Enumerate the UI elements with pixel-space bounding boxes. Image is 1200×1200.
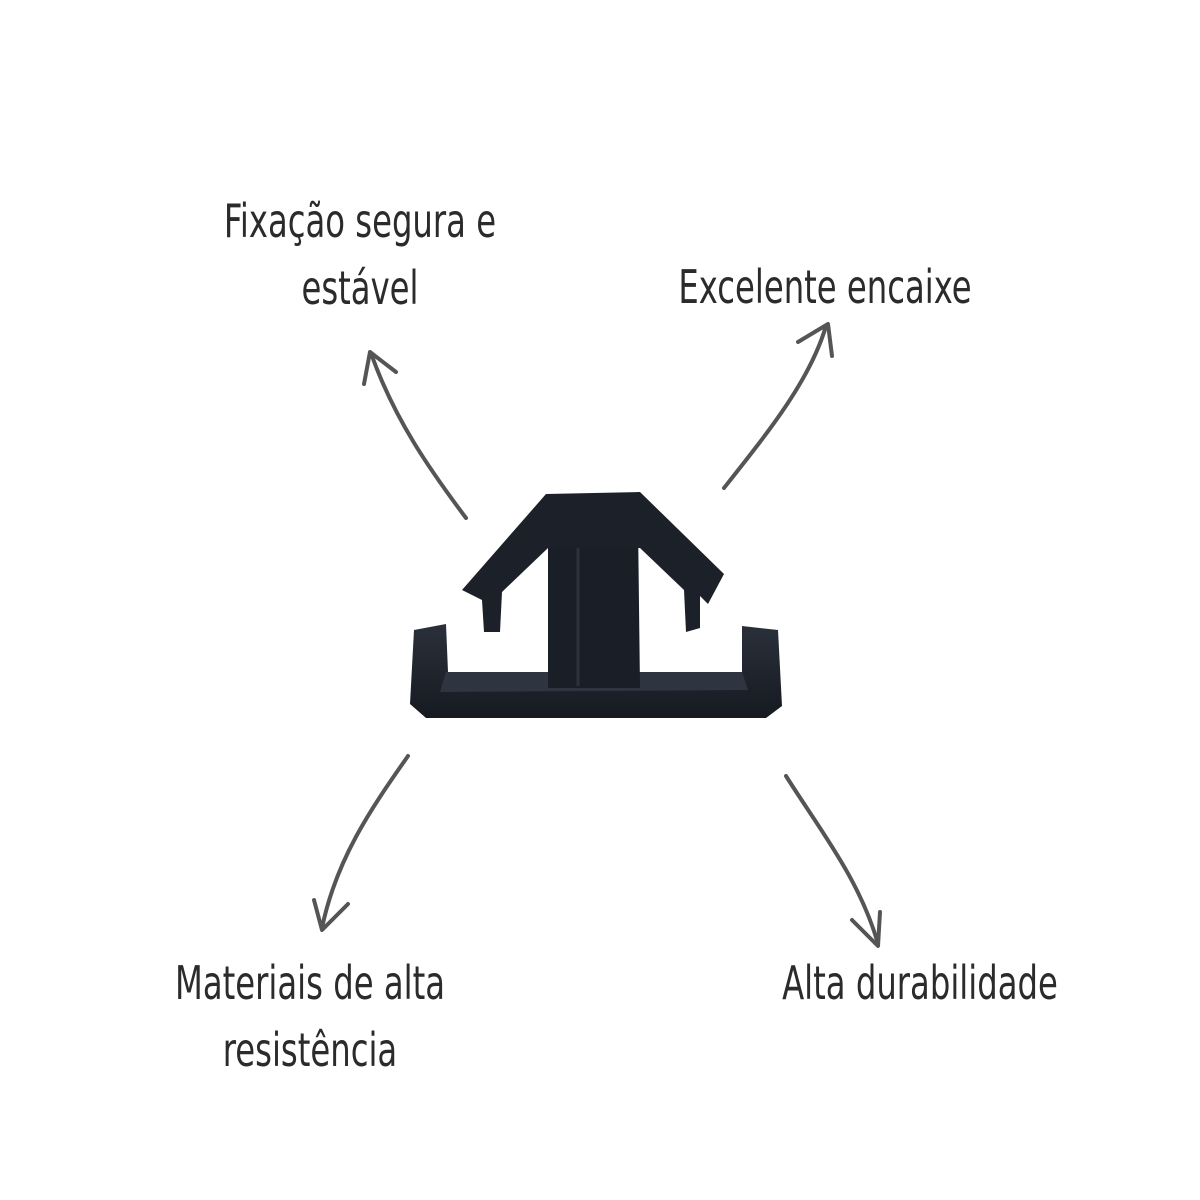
feature-high-durability: Alta durabilidade [756, 950, 1084, 1017]
feature-high-resistance-materials: Materiais de alta resistência [154, 950, 466, 1084]
feature-line: Alta durabilidade [782, 956, 1058, 1010]
clip-stem [548, 522, 640, 688]
feature-line: Fixação segura e [223, 194, 497, 248]
feature-line: Excelente encaixe [678, 260, 972, 314]
feature-line: estável [301, 261, 419, 315]
curved-arrow-icon [312, 322, 882, 948]
clip-base [410, 624, 782, 718]
feature-excellent-fit: Excelente encaixe [665, 254, 985, 321]
feature-line: Materiais de alta [174, 956, 446, 1010]
clip-head [462, 492, 724, 632]
feature-line: resistência [222, 1023, 398, 1077]
feature-secure-fixing: Fixação segura e estável [204, 188, 516, 322]
